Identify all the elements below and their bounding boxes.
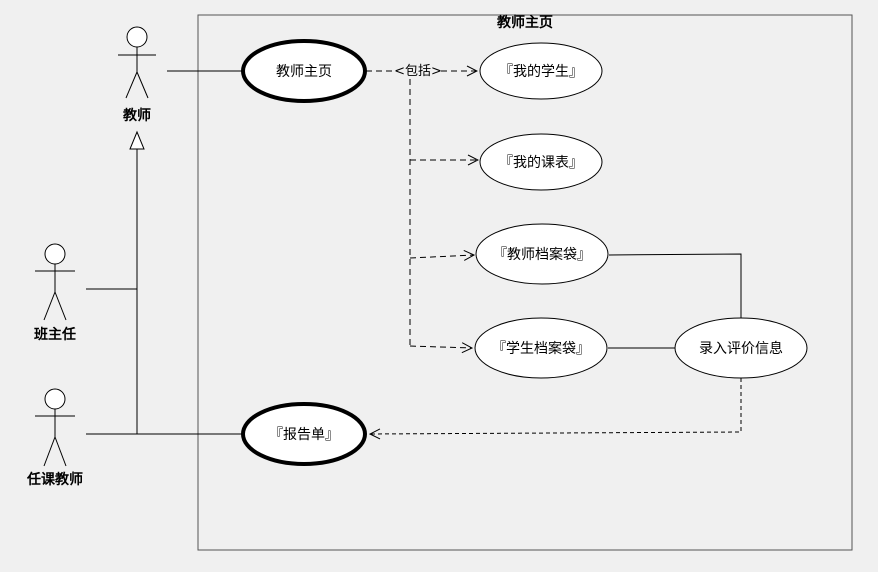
actor-subject-teacher-label: 任课教师 bbox=[26, 471, 83, 488]
usecase-my-schedule[interactable]: 『我的课表』 bbox=[479, 133, 603, 191]
include-relations bbox=[366, 71, 478, 348]
actor-teacher[interactable]: 教师 bbox=[118, 26, 156, 124]
generalization-to-teacher bbox=[86, 130, 145, 434]
usecase-enter-evaluation-label: 录入评价信息 bbox=[699, 340, 783, 357]
actor-teacher-label: 教师 bbox=[123, 107, 151, 124]
usecase-teacher-home[interactable]: 教师主页 bbox=[241, 39, 367, 103]
include-label: <包括> bbox=[394, 64, 442, 79]
system-title: 教师主页 bbox=[497, 14, 553, 31]
usecase-my-schedule-label: 『我的课表』 bbox=[499, 155, 583, 171]
actor-head-teacher[interactable]: 班主任 bbox=[34, 243, 76, 343]
usecase-teacher-home-label: 教师主页 bbox=[276, 64, 332, 80]
usecase-report-card-label: 『报告单』 bbox=[269, 427, 339, 443]
evaluation-links bbox=[608, 253, 742, 349]
usecase-teacher-archive[interactable]: 『教师档案袋』 bbox=[475, 223, 609, 285]
system-boundary bbox=[197, 14, 853, 551]
actor-subject-teacher[interactable]: 任课教师 bbox=[26, 388, 83, 488]
usecase-student-archive-label: 『学生档案袋』 bbox=[492, 340, 590, 357]
dependency-evaluation-report bbox=[370, 378, 742, 434]
usecase-report-card[interactable]: 『报告单』 bbox=[241, 402, 367, 466]
actor-head-teacher-label: 班主任 bbox=[34, 326, 76, 343]
usecase-teacher-archive-label: 『教师档案袋』 bbox=[493, 246, 591, 263]
usecase-enter-evaluation[interactable]: 录入评价信息 bbox=[674, 317, 808, 379]
usecase-student-archive[interactable]: 『学生档案袋』 bbox=[474, 317, 608, 379]
usecase-my-students[interactable]: 『我的学生』 bbox=[479, 42, 603, 100]
usecase-my-students-label: 『我的学生』 bbox=[499, 64, 583, 80]
